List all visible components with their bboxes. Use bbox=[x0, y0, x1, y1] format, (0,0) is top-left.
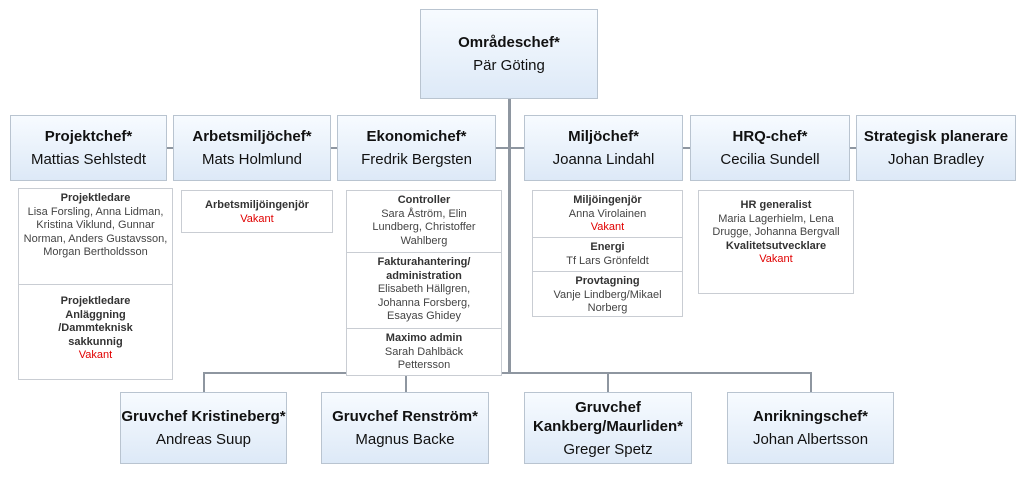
drop-line-2 bbox=[405, 372, 407, 392]
staff-section: Maximo admin Sarah Dahlbäck Pettersson bbox=[347, 328, 501, 377]
manager-box-hrq: HRQ-chef* Cecilia Sundell bbox=[690, 115, 850, 181]
bottom-title: Anrikningschef* bbox=[752, 408, 869, 425]
staff-heading: Arbetsmiljöingenjör bbox=[205, 199, 309, 211]
manager-name: Joanna Lindahl bbox=[552, 151, 655, 168]
top-manager-title: Områdeschef* bbox=[458, 34, 560, 51]
manager-name: Fredrik Bergsten bbox=[361, 151, 472, 168]
top-manager-name: Pär Göting bbox=[473, 57, 545, 74]
manager-title: HRQ-chef* bbox=[732, 128, 808, 145]
manager-name: Mattias Sehlstedt bbox=[30, 151, 147, 168]
staff-vacancy: Vakant bbox=[240, 212, 274, 225]
bottom-box-renstrom: Gruvchef Renström* Magnus Backe bbox=[321, 392, 489, 464]
staff-people: Lisa Forsling, Anna Lidman, Kristina Vik… bbox=[23, 205, 168, 259]
manager-box-strategisk: Strategisk planerare Johan Bradley bbox=[856, 115, 1016, 181]
manager-title: Projektchef* bbox=[44, 128, 133, 145]
bottom-name: Andreas Suup bbox=[155, 431, 252, 448]
drop-line-4 bbox=[810, 372, 812, 392]
bottom-title: Gruvchef Kristineberg* bbox=[121, 408, 286, 425]
bottom-box-kankberg: Gruvchef Kankberg/Maurliden* Greger Spet… bbox=[524, 392, 692, 464]
staff-section: Projektledare Anläggning /Dammteknisk sa… bbox=[19, 284, 172, 367]
manager-box-miljo: Miljöchef* Joanna Lindahl bbox=[524, 115, 683, 181]
bottom-title: Gruvchef Kankberg/Maurliden* bbox=[532, 398, 684, 435]
main-vertical-line bbox=[508, 98, 511, 374]
manager-box-projekt: Projektchef* Mattias Sehlstedt bbox=[10, 115, 167, 181]
staff-heading: Fakturahantering/ administration bbox=[377, 256, 471, 282]
bottom-box-anrikning: Anrikningschef* Johan Albertsson bbox=[727, 392, 894, 464]
arbetsmiljo-staff-panel: Arbetsmiljöingenjör Vakant bbox=[181, 190, 333, 233]
staff-people: Vanje Lindberg/Mikael Norberg bbox=[553, 288, 662, 315]
staff-heading: Kvalitetsutvecklare bbox=[725, 239, 827, 252]
staff-people: Sarah Dahlbäck Pettersson bbox=[384, 345, 464, 372]
staff-heading: Maximo admin bbox=[385, 332, 463, 344]
manager-name: Cecilia Sundell bbox=[720, 151, 820, 168]
staff-people: Tf Lars Grönfeldt bbox=[566, 254, 649, 267]
manager-row-line bbox=[160, 147, 860, 149]
drop-line-3 bbox=[607, 372, 609, 392]
staff-section: Projektledare Lisa Forsling, Anna Lidman… bbox=[19, 189, 172, 284]
manager-name: Johan Bradley bbox=[888, 151, 984, 168]
staff-heading: Miljöingenjör bbox=[573, 194, 642, 206]
bottom-name: Magnus Backe bbox=[355, 431, 455, 448]
staff-section: Provtagning Vanje Lindberg/Mikael Norber… bbox=[533, 271, 682, 320]
staff-section: HR generalist Maria Lagerhielm, Lena Dru… bbox=[699, 191, 853, 271]
manager-title: Ekonomichef* bbox=[366, 128, 467, 145]
manager-box-arbetsmiljo: Arbetsmiljöchef* Mats Holmlund bbox=[173, 115, 331, 181]
staff-section: Arbetsmiljöingenjör Vakant bbox=[182, 191, 332, 230]
ekonomi-staff-panel: Controller Sara Åström, Elin Lundberg, C… bbox=[346, 190, 502, 376]
staff-section: Controller Sara Åström, Elin Lundberg, C… bbox=[347, 191, 501, 252]
staff-people: Anna Virolainen bbox=[568, 207, 647, 220]
bottom-title: Gruvchef Renström* bbox=[332, 408, 478, 425]
staff-people: Sara Åström, Elin Lundberg, Christoffer … bbox=[372, 207, 476, 247]
bottom-box-kristineberg: Gruvchef Kristineberg* Andreas Suup bbox=[120, 392, 287, 464]
projekt-staff-panel: Projektledare Lisa Forsling, Anna Lidman… bbox=[18, 188, 173, 380]
top-manager-box: Områdeschef* Pär Göting bbox=[420, 9, 598, 99]
staff-heading: HR generalist bbox=[740, 199, 812, 211]
staff-section: Energi Tf Lars Grönfeldt bbox=[533, 237, 682, 271]
manager-title: Strategisk planerare bbox=[863, 128, 1009, 145]
bottom-name: Johan Albertsson bbox=[752, 431, 869, 448]
miljo-staff-panel: Miljöingenjör Anna Virolainen Vakant Ene… bbox=[532, 190, 683, 317]
staff-vacancy: Vakant bbox=[759, 253, 793, 265]
staff-heading: Controller bbox=[397, 194, 451, 206]
manager-title: Miljöchef* bbox=[568, 128, 639, 145]
staff-heading: Provtagning bbox=[575, 275, 640, 287]
manager-title: Arbetsmiljöchef* bbox=[192, 128, 312, 145]
drop-line-1 bbox=[203, 372, 205, 392]
staff-heading: Energi bbox=[590, 241, 625, 253]
staff-people: Elisabeth Hällgren, Johanna Forsberg, Es… bbox=[377, 283, 471, 322]
staff-heading: Projektledare bbox=[60, 192, 131, 204]
bottom-row-line bbox=[203, 372, 812, 374]
staff-people: Maria Lagerhielm, Lena Drugge, Johanna B… bbox=[712, 212, 840, 239]
manager-name: Mats Holmlund bbox=[201, 151, 303, 168]
manager-box-ekonomi: Ekonomichef* Fredrik Bergsten bbox=[337, 115, 496, 181]
staff-section: Miljöingenjör Anna Virolainen Vakant bbox=[533, 191, 682, 237]
hrq-staff-panel: HR generalist Maria Lagerhielm, Lena Dru… bbox=[698, 190, 854, 294]
bottom-name: Greger Spetz bbox=[563, 440, 653, 458]
staff-vacancy: Vakant bbox=[78, 349, 113, 361]
staff-heading: Projektledare Anläggning /Dammteknisk sa… bbox=[58, 295, 133, 348]
staff-section: Fakturahantering/ administration Elisabe… bbox=[347, 252, 501, 328]
staff-vacancy: Vakant bbox=[590, 221, 625, 233]
